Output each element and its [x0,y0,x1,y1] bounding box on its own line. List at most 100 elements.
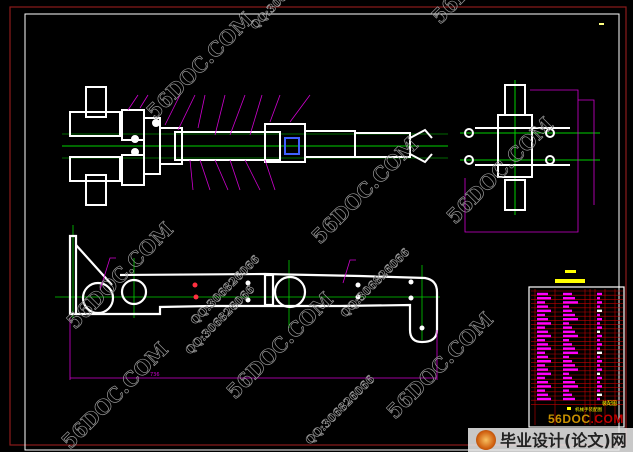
title-block-cell-text [563,372,569,375]
title-block-cell-text [537,368,548,371]
title-block-cell-text [597,376,602,380]
title-block-cell-text [563,360,572,363]
outer-border [9,6,627,446]
logo-site-suffix: .COM [590,412,624,426]
title-block-cell-text [597,347,600,350]
title-block-cell-text [563,292,572,296]
title-block-cell-text [537,389,545,392]
watermark-site: 56DOC.COM [442,112,558,228]
corner-mark [599,23,604,25]
title-block-cell-text [563,355,569,359]
title-block-cell-text [563,351,578,354]
title-block-cell-text [563,318,578,321]
title-block-cell-text [597,397,600,401]
logo-name: 毕业设计(论文)网 [500,431,627,450]
watermark-qq: QQ:306826066 [338,246,413,321]
title-block-cell-text [537,376,545,380]
dimension-overall-length: 736 [150,372,160,378]
title-block-cell-text [597,301,602,304]
title-block-cell-text [537,301,545,304]
top-view-assembly [62,86,448,206]
title-block-heading: 装配图 [602,400,617,407]
title-block-cell-text [597,385,602,388]
title-block-cell-text [537,334,551,338]
title-block-cell-text [563,334,578,338]
title-block-cell-text [563,309,572,312]
title-block-cell-text [537,381,548,384]
title-block-cell-text [563,376,572,380]
title-block-cell-text [563,364,575,367]
title-block-cell-text [597,368,602,371]
title-block-cell-text [537,385,551,388]
title-block-cell-text [537,326,545,329]
watermark-qq: QQ:306826066 [248,0,323,32]
top-view-leaders [127,94,311,191]
title-block-cell-text [563,381,575,384]
title-block-cell-text [537,360,551,363]
watermark-layer: 56DOC.COM 56DOC.COM 56DOC.COM 56DOC.COM … [56,0,558,452]
title-block-cell-text [597,309,602,312]
title-block-cell-text [563,305,569,308]
title-block-cell-text [563,347,575,350]
title-block-cell-text [563,339,569,342]
title-block-cell-text [563,343,572,346]
title-block-cell-text [537,292,548,296]
title-block-cell-text [597,334,602,338]
title-block-name: 机械手装配图 [575,406,602,413]
watermark-site: 56DOC.COM [57,337,173,452]
title-block-cell-text [597,305,600,308]
title-block-cell-text [537,372,551,375]
title-block-cell-text [597,322,600,325]
title-block-cell-text [537,343,548,346]
title-block-cell-text [537,339,545,342]
inner-border [24,13,620,451]
title-block-cell-text [597,313,600,317]
title-block-cell-text [597,364,600,367]
title-block-cell-text [563,313,575,317]
title-block-cell-text [597,360,602,363]
title-block-cell-text [597,297,600,300]
title-block-cell-text [537,309,551,312]
title-block-cell-text [563,368,578,371]
title-block-cell-text [537,318,548,321]
title-block-cell-text [563,393,572,396]
watermark-site: 56DOC.COM [307,132,423,248]
title-block-cell-text [597,326,602,329]
title-block-cell-text [563,389,569,392]
title-block: 装配图 机械手装配图 [528,270,625,428]
title-block-cell-text [563,397,575,401]
logo-emblem-icon [476,430,496,450]
watermark-qq: QQ:306826066 [303,373,378,448]
title-block-cell-text [537,364,545,367]
title-block-cell-text [597,318,602,321]
title-block-cell-text [563,322,569,325]
title-block-cell-text [597,389,600,392]
title-block-cell-text [597,372,600,375]
title-block-cell-text [597,355,600,359]
title-block-cell-text [537,305,548,308]
title-block-cell-text [597,381,600,384]
title-block-cell-text [537,355,548,359]
title-block-cell-text [537,347,551,350]
title-block-cell-text [563,297,575,300]
title-block-cell-text [563,330,575,333]
title-block-cell-text [537,397,551,401]
watermark-site: 56DOC.COM [382,307,498,423]
logo-site-prefix: 56DOC [548,412,591,426]
title-block-cell-text [597,339,600,342]
logo-site-text: 56DOC.COM [548,413,624,426]
title-block-cell-text [563,301,578,304]
title-block-cell-text [597,343,602,346]
title-block-cell-text [537,330,548,333]
side-view-assembly [460,80,600,233]
title-block-cell-text [563,385,578,388]
title-block-cell-text [537,351,545,354]
title-block-cell-text [563,326,572,329]
title-block-cell-text [597,330,600,333]
title-block-cell-text [597,292,602,296]
title-block-cell-text [597,393,602,396]
title-block-cell-text [537,322,551,325]
title-block-cell-text [597,351,602,354]
